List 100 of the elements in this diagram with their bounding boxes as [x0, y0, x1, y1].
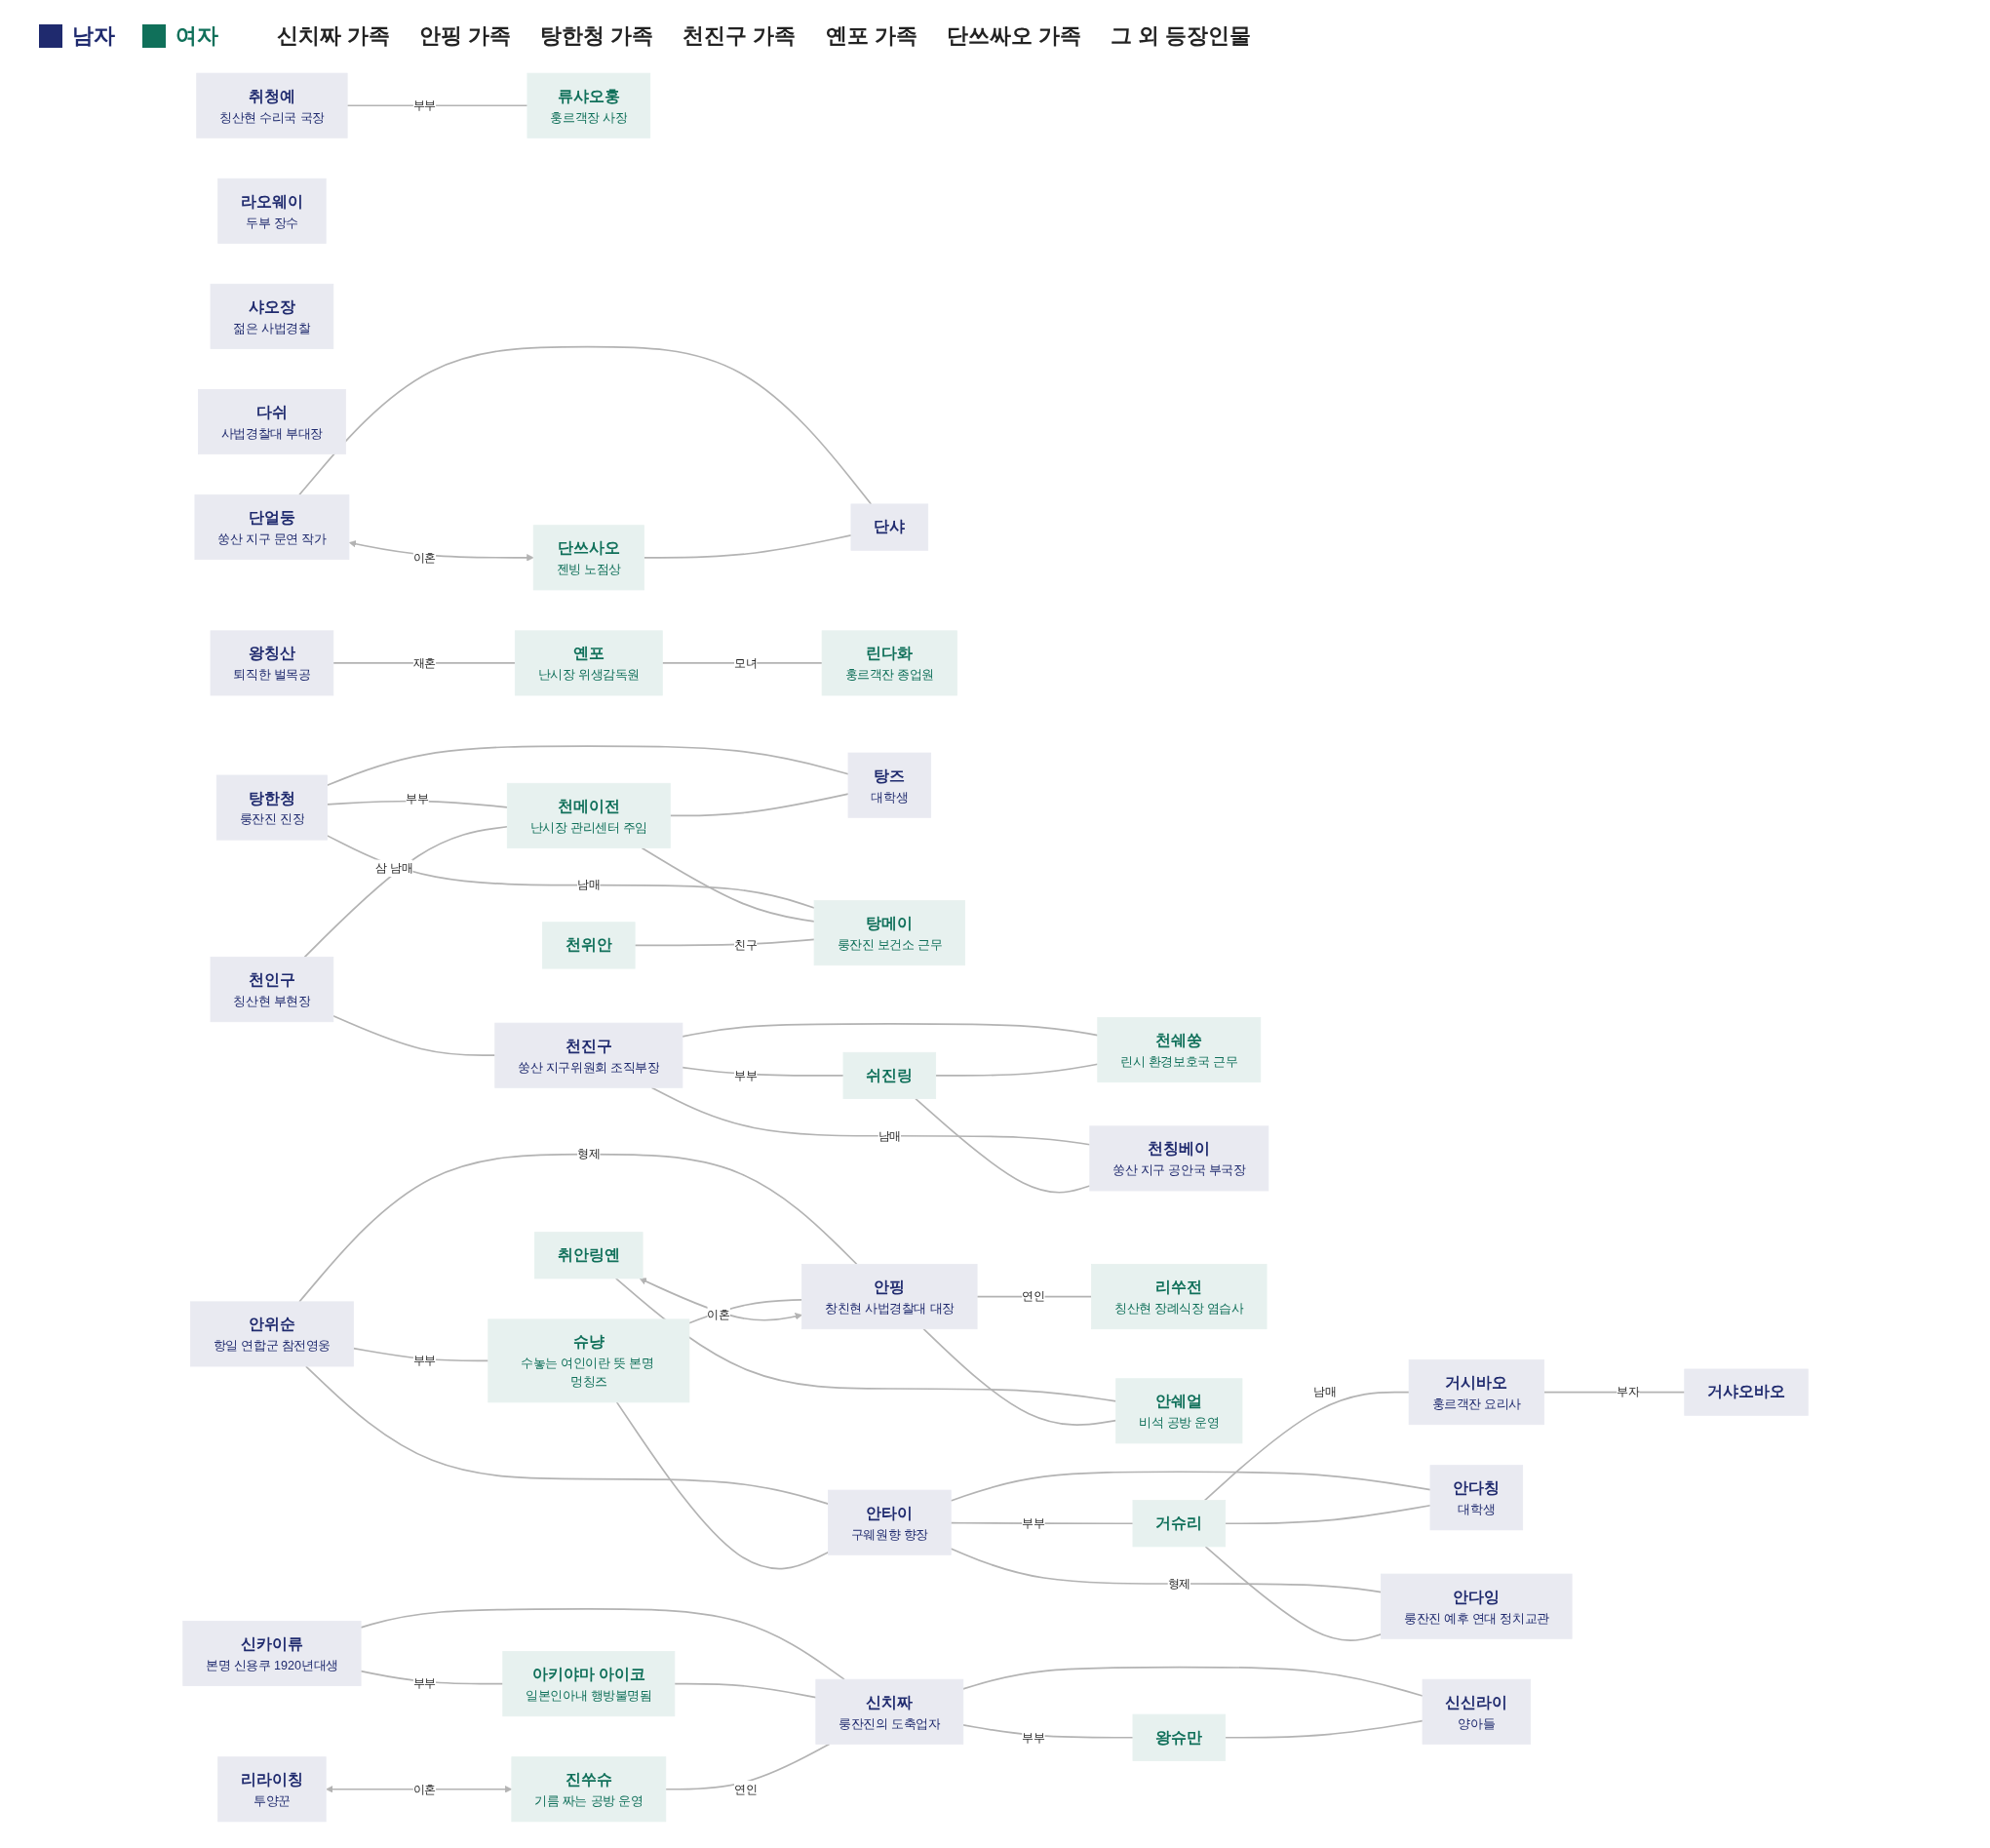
connector: [673, 1682, 817, 1699]
node-box: 취안링옌: [533, 1232, 644, 1279]
node-box: 안다잉 룽잔진 예후 연대 정치교관: [1380, 1573, 1573, 1639]
connector: [643, 534, 852, 559]
node-box: 단샤: [850, 503, 928, 551]
arrow: [348, 540, 533, 562]
section-heading: 단쓰싸오 가족: [946, 22, 1081, 50]
connector: [687, 1299, 802, 1324]
node-box: 안타이 구웨원향 향장: [827, 1489, 952, 1555]
node-box: 쉬진링: [842, 1051, 936, 1100]
connector: [633, 938, 815, 947]
node-box: 천칭베이 쑹산 지구 공안국 부국장: [1088, 1125, 1268, 1192]
edge-label: 부부: [412, 98, 436, 112]
node-box: 린다화 훙르객잔 종업원: [821, 630, 957, 696]
node-box: 옌포 난시장 위생감독원: [514, 630, 663, 696]
connector: [359, 1670, 504, 1685]
node-box: 거시바오 훙르객잔 요리사: [1408, 1359, 1544, 1426]
node-box: 왕슈만: [1132, 1713, 1226, 1761]
connector: [332, 662, 516, 664]
connector: [615, 1401, 829, 1570]
edge-label: 부부: [412, 1676, 436, 1690]
legend-label: 남자: [72, 22, 115, 50]
node-box: 아키야마 아이코 일본인아내 행방불명됨: [501, 1651, 675, 1717]
connector: [297, 345, 872, 505]
connector: [1224, 1504, 1431, 1525]
edge-label: 부부: [1021, 1730, 1045, 1745]
node-box: 단얼둥 쑹산 지구 문연 작가: [194, 494, 349, 561]
node-box: 리쑤전 칭산현 장례식장 염습사: [1090, 1264, 1267, 1330]
section-heading: 안핑 가족: [419, 22, 512, 50]
edge-label: 부자: [1616, 1385, 1640, 1398]
connector: [359, 1607, 845, 1680]
edge-label: 연인: [733, 1782, 757, 1796]
arrow: [639, 1278, 802, 1321]
edge-label: 모녀: [733, 655, 757, 670]
edge-label: 재혼: [412, 655, 436, 670]
section-heading: 신치짜 가족: [277, 22, 391, 50]
connector: [352, 1347, 489, 1362]
edge-label: 남매: [1312, 1385, 1336, 1398]
connector: [650, 1086, 1091, 1146]
edge-label: 부부: [412, 1354, 436, 1367]
connector: [1224, 1719, 1424, 1739]
section-heading: 옌포 가족: [825, 22, 917, 50]
connector: [921, 1327, 1116, 1426]
node-box: 천진구 쑹산 지구위원회 조직부장: [493, 1022, 683, 1088]
edge-label: 남매: [878, 1128, 901, 1143]
connector: [914, 1097, 1091, 1194]
edge-label: 친구: [733, 938, 757, 952]
arrow: [325, 1786, 512, 1793]
node-box: 탕즈 대학생: [847, 752, 931, 818]
node-box: 류샤오훙 훙르객장 사장: [527, 72, 650, 138]
node-box: 진쑤슈 기름 짜는 공방 운영: [510, 1756, 666, 1823]
connector: [949, 1471, 1431, 1502]
connector: [302, 825, 508, 959]
node-box: 리라이칭 투양꾼: [216, 1756, 327, 1823]
section-heading: 탕한청 가족: [540, 22, 654, 50]
connector: [326, 835, 815, 909]
edge-label: 부부: [1021, 1516, 1045, 1530]
connector: [961, 1723, 1134, 1739]
edge-label: 이혼: [412, 1782, 436, 1796]
node-box: 신카이류 본명 신용쿠 1920년대생: [181, 1620, 362, 1686]
connector: [949, 1548, 1382, 1593]
section-heading: 천진구 가족: [683, 22, 797, 50]
edge-label: 부부: [733, 1068, 757, 1082]
connector: [332, 1014, 496, 1057]
connector: [681, 1066, 844, 1077]
node-box: 탕한청 룽잔진 진장: [215, 774, 328, 841]
connector: [1203, 1391, 1410, 1502]
node-box: 안쉐얼 비석 공방 운영: [1114, 1378, 1242, 1444]
node-box: 신신라이 양아들: [1422, 1678, 1531, 1745]
connector: [345, 104, 528, 107]
node-box: 신치짜 룽잔진의 도축업자: [814, 1678, 963, 1745]
edge-label: 부부: [405, 792, 429, 806]
connector: [297, 1153, 858, 1303]
connector: [664, 1743, 831, 1790]
edge-label: 이혼: [706, 1307, 730, 1321]
edge-label: 연인: [1021, 1289, 1045, 1303]
node-box: 거샤오바오: [1683, 1368, 1809, 1416]
connector: [1204, 1546, 1382, 1641]
edge-label: 삼 남매: [374, 861, 412, 875]
node-box: 천쉐쑹 린시 환경보호국 근무: [1096, 1016, 1261, 1082]
edge-label: 남매: [576, 878, 601, 891]
connector: [326, 800, 508, 808]
node-box: 안핑 창친현 사법경찰대 대장: [800, 1264, 978, 1330]
connector: [660, 662, 823, 664]
node-box: 천메이전 난시장 관리센터 주임: [506, 782, 671, 848]
node-box: 천인구 칭산현 부현장: [210, 957, 333, 1023]
connector: [681, 1023, 1099, 1038]
node-box: 취청예 칭산현 수리국 국장: [195, 72, 348, 138]
edge-label: 형제: [576, 1147, 601, 1160]
connector: [669, 793, 849, 817]
section-heading: 그 외 등장인물: [1110, 22, 1251, 50]
connector: [961, 1666, 1424, 1697]
connector: [1542, 1391, 1686, 1394]
node-box: 왕칭산 퇴직한 벌목공: [210, 630, 333, 696]
connector: [949, 1521, 1134, 1525]
connector: [326, 745, 849, 787]
node-box: 다쉬 사법경찰대 부대장: [197, 389, 346, 455]
connector: [934, 1063, 1099, 1077]
edge-label: 형제: [1167, 1576, 1190, 1591]
node-box: 탕메이 룽잔진 보건소 근무: [813, 900, 965, 966]
